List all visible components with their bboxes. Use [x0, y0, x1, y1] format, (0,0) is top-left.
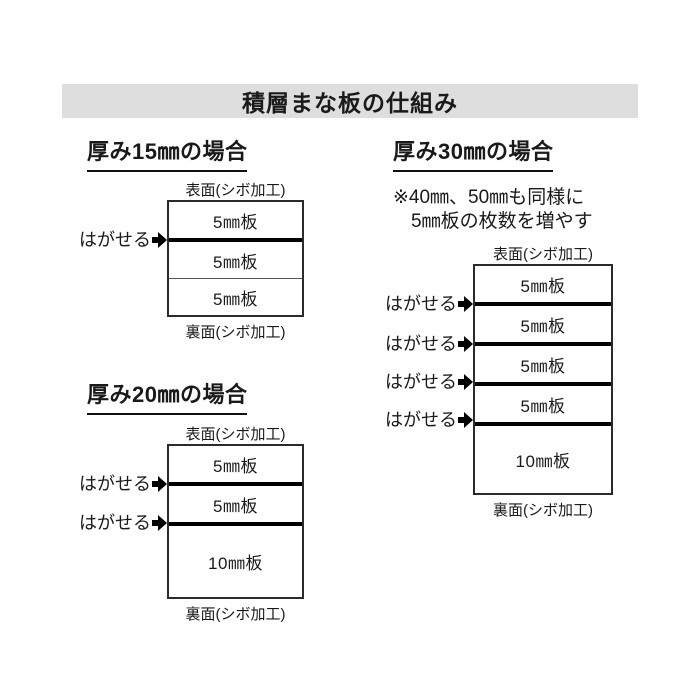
layer-10mm: 10㎜板: [515, 452, 571, 471]
peel-callout-30mm-1: はがせる: [383, 293, 473, 315]
glue-line: [169, 278, 302, 279]
front-surface-label-30mm: 表面(シボ加工): [493, 246, 593, 263]
peel-label: はがせる: [385, 372, 457, 392]
note-line-1: ※40㎜、50㎜も同様に: [393, 187, 585, 208]
peel-line: [475, 342, 611, 346]
peel-arrow-icon: [458, 336, 473, 352]
peel-label: はがせる: [79, 230, 151, 250]
peel-label: はがせる: [79, 474, 151, 494]
peel-callout-20mm-1: はがせる: [77, 473, 167, 495]
peel-line: [169, 482, 302, 486]
peel-label: はがせる: [385, 294, 457, 314]
layer-10mm: 10㎜板: [208, 554, 263, 573]
layer-5mm: 5㎜板: [520, 396, 566, 416]
board-diagram-15mm: 5㎜板 5㎜板 5㎜板: [167, 200, 304, 317]
back-surface-label-20mm: 裏面(シボ加工): [185, 606, 286, 623]
layer-5mm: 5㎜板: [520, 356, 566, 376]
layer-5mm: 5㎜板: [213, 496, 258, 516]
layer-5mm: 5㎜板: [213, 456, 258, 476]
peel-line: [169, 522, 302, 526]
back-surface-label-15mm: 裏面(シボ加工): [185, 324, 286, 341]
peel-label: はがせる: [79, 513, 151, 533]
front-surface-label-20mm: 表面(シボ加工): [185, 426, 286, 443]
peel-arrow-icon: [152, 476, 167, 492]
peel-line: [475, 382, 611, 386]
peel-label: はがせる: [385, 334, 457, 354]
peel-arrow-icon: [458, 296, 473, 312]
layer-5mm: 5㎜板: [520, 316, 566, 336]
note-line-2: 5㎜板の枚数を増やす: [411, 211, 593, 232]
heading-20mm: 厚み20㎜の場合: [87, 377, 248, 415]
peel-arrow-icon: [458, 374, 473, 390]
peel-line: [169, 238, 302, 242]
peel-callout-20mm-2: はがせる: [77, 512, 167, 534]
peel-callout-30mm-2: はがせる: [383, 333, 473, 355]
peel-line: [475, 422, 611, 426]
board-diagram-20mm: 5㎜板 5㎜板 10㎜板: [167, 444, 304, 599]
board-diagram-30mm: 5㎜板 5㎜板 5㎜板 5㎜板 10㎜板: [473, 264, 613, 495]
peel-callout-30mm-3: はがせる: [383, 371, 473, 393]
layer-5mm: 5㎜板: [213, 212, 258, 232]
back-surface-label-30mm: 裏面(シボ加工): [493, 502, 593, 519]
peel-callout-15mm-1: はがせる: [77, 229, 167, 251]
front-surface-label-15mm: 表面(シボ加工): [185, 182, 286, 199]
peel-arrow-icon: [152, 232, 167, 248]
page-title: 積層まな板の仕組み: [242, 90, 458, 116]
peel-callout-30mm-4: はがせる: [383, 409, 473, 431]
heading-15mm: 厚み15㎜の場合: [87, 134, 248, 172]
peel-arrow-icon: [458, 412, 473, 428]
layer-5mm: 5㎜板: [213, 289, 258, 309]
peel-label: はがせる: [385, 410, 457, 430]
layer-5mm: 5㎜板: [213, 252, 258, 272]
layer-5mm: 5㎜板: [520, 276, 566, 296]
peel-arrow-icon: [152, 515, 167, 531]
heading-30mm: 厚み30㎜の場合: [393, 134, 554, 172]
peel-line: [475, 302, 611, 306]
title-banner: 積層まな板の仕組み: [62, 84, 638, 118]
